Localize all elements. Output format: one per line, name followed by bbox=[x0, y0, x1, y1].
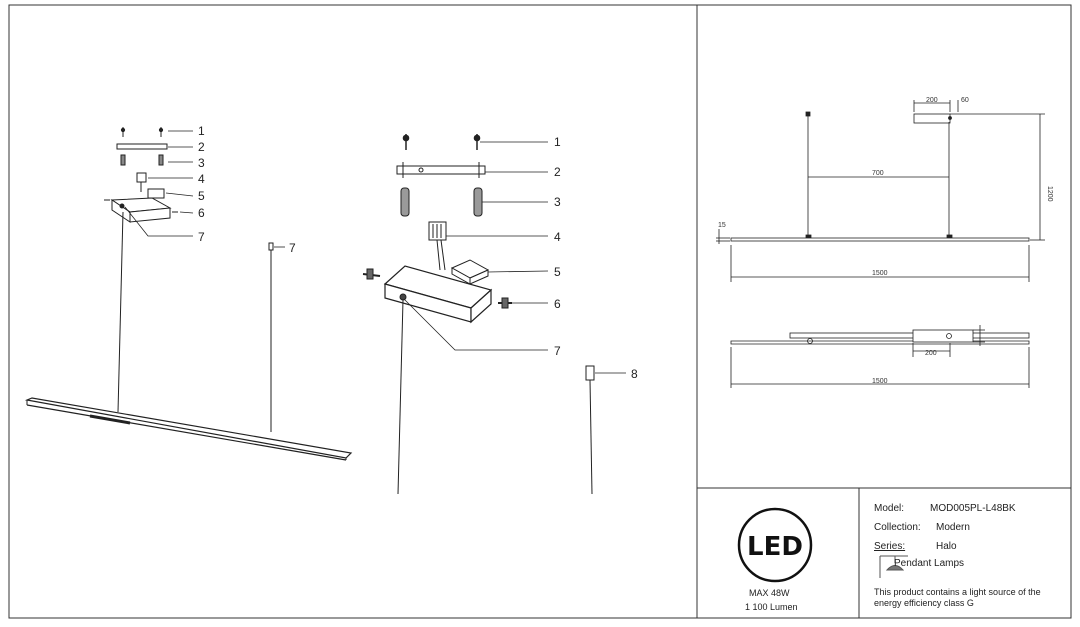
left-dowels bbox=[120, 154, 164, 166]
left-suspension-cable bbox=[117, 211, 124, 413]
energy-class-line-1: This product contains a light source of … bbox=[874, 587, 1041, 597]
plan-light-bar bbox=[730, 340, 1030, 345]
mid-pole-callout: 8 bbox=[631, 367, 638, 381]
series-label: Series: bbox=[874, 541, 906, 552]
led-logo-text: LED bbox=[747, 532, 803, 562]
dim-bracket-width: 200 bbox=[926, 97, 938, 104]
left-screws bbox=[120, 127, 164, 137]
left-callout-2: 2 bbox=[198, 140, 205, 154]
dim-height: 1200 bbox=[1046, 186, 1053, 202]
sheet-border bbox=[8, 4, 1072, 619]
mid-assembly-drawing bbox=[362, 134, 626, 495]
elevation-view bbox=[716, 100, 1045, 282]
plan-view bbox=[730, 325, 1030, 388]
mid-callout-5: 5 bbox=[554, 265, 561, 279]
left-callout-1: 1 bbox=[198, 124, 205, 138]
left-driver bbox=[147, 188, 165, 199]
lumen-output: 1 100 Lumen bbox=[745, 602, 798, 612]
left-callout-4: 4 bbox=[198, 172, 205, 186]
elevation-dimension-labels: 200 60 700 1200 15 1500 bbox=[718, 97, 1053, 277]
dim-cable-spacing: 700 bbox=[872, 170, 884, 177]
left-callout-5: 5 bbox=[198, 189, 205, 203]
plan-dimension-labels: 200 1500 bbox=[872, 350, 937, 385]
mid-dowels bbox=[400, 187, 483, 217]
left-callout-labels: 1 2 3 4 5 6 7 7 bbox=[198, 124, 296, 255]
left-light-bar bbox=[24, 397, 353, 459]
mid-callout-1: 1 bbox=[554, 135, 561, 149]
dim-plan-length: 1500 bbox=[872, 378, 888, 385]
mid-pole-cable bbox=[589, 379, 593, 495]
left-leader-lines bbox=[124, 130, 285, 248]
elevation-canopy bbox=[913, 113, 951, 124]
left-callout-3: 3 bbox=[198, 156, 205, 170]
mid-screws bbox=[402, 134, 481, 150]
left-mounting-plate bbox=[116, 143, 168, 150]
left-callout-7: 7 bbox=[198, 230, 205, 244]
max-power: MAX 48W bbox=[749, 588, 790, 598]
model-label: Model: bbox=[874, 503, 905, 514]
dim-bar-thickness: 15 bbox=[718, 222, 726, 229]
plan-canopy bbox=[912, 329, 974, 343]
collection-value: Modern bbox=[936, 522, 970, 533]
elevation-light-bar bbox=[730, 237, 1030, 242]
mid-leader-lines bbox=[403, 141, 626, 374]
mid-cable-gripper bbox=[585, 365, 595, 381]
left-assembly-drawing bbox=[24, 127, 353, 461]
energy-class-line-2: energy efficiency class G bbox=[874, 598, 974, 608]
mid-mounting-plate bbox=[396, 165, 486, 175]
mid-callout-6: 6 bbox=[554, 297, 561, 311]
dim-bracket-depth: 60 bbox=[961, 97, 969, 104]
left-terminal-block bbox=[136, 172, 147, 183]
mid-suspension-cable bbox=[397, 299, 404, 495]
left-callout-6: 6 bbox=[198, 206, 205, 220]
led-logo: LED bbox=[737, 507, 813, 583]
mid-callout-labels: 1 2 3 4 5 6 7 8 bbox=[554, 135, 638, 381]
mid-callout-2: 2 bbox=[554, 165, 561, 179]
series-value: Halo bbox=[936, 541, 957, 552]
mid-callout-3: 3 bbox=[554, 195, 561, 209]
pendant-lamp-icon bbox=[879, 555, 908, 578]
collection-label: Collection: bbox=[874, 522, 921, 533]
product-type: Pendant Lamps bbox=[894, 558, 965, 569]
left-cable-gripper bbox=[268, 242, 274, 251]
dim-length: 1500 bbox=[872, 270, 888, 277]
mid-callout-4: 4 bbox=[554, 230, 561, 244]
mid-callout-7: 7 bbox=[554, 344, 561, 358]
left-pole-callout: 7 bbox=[289, 241, 296, 255]
dim-plan-bracket: 200 bbox=[925, 350, 937, 357]
model-value: MOD005PL-L48BK bbox=[930, 503, 1016, 514]
